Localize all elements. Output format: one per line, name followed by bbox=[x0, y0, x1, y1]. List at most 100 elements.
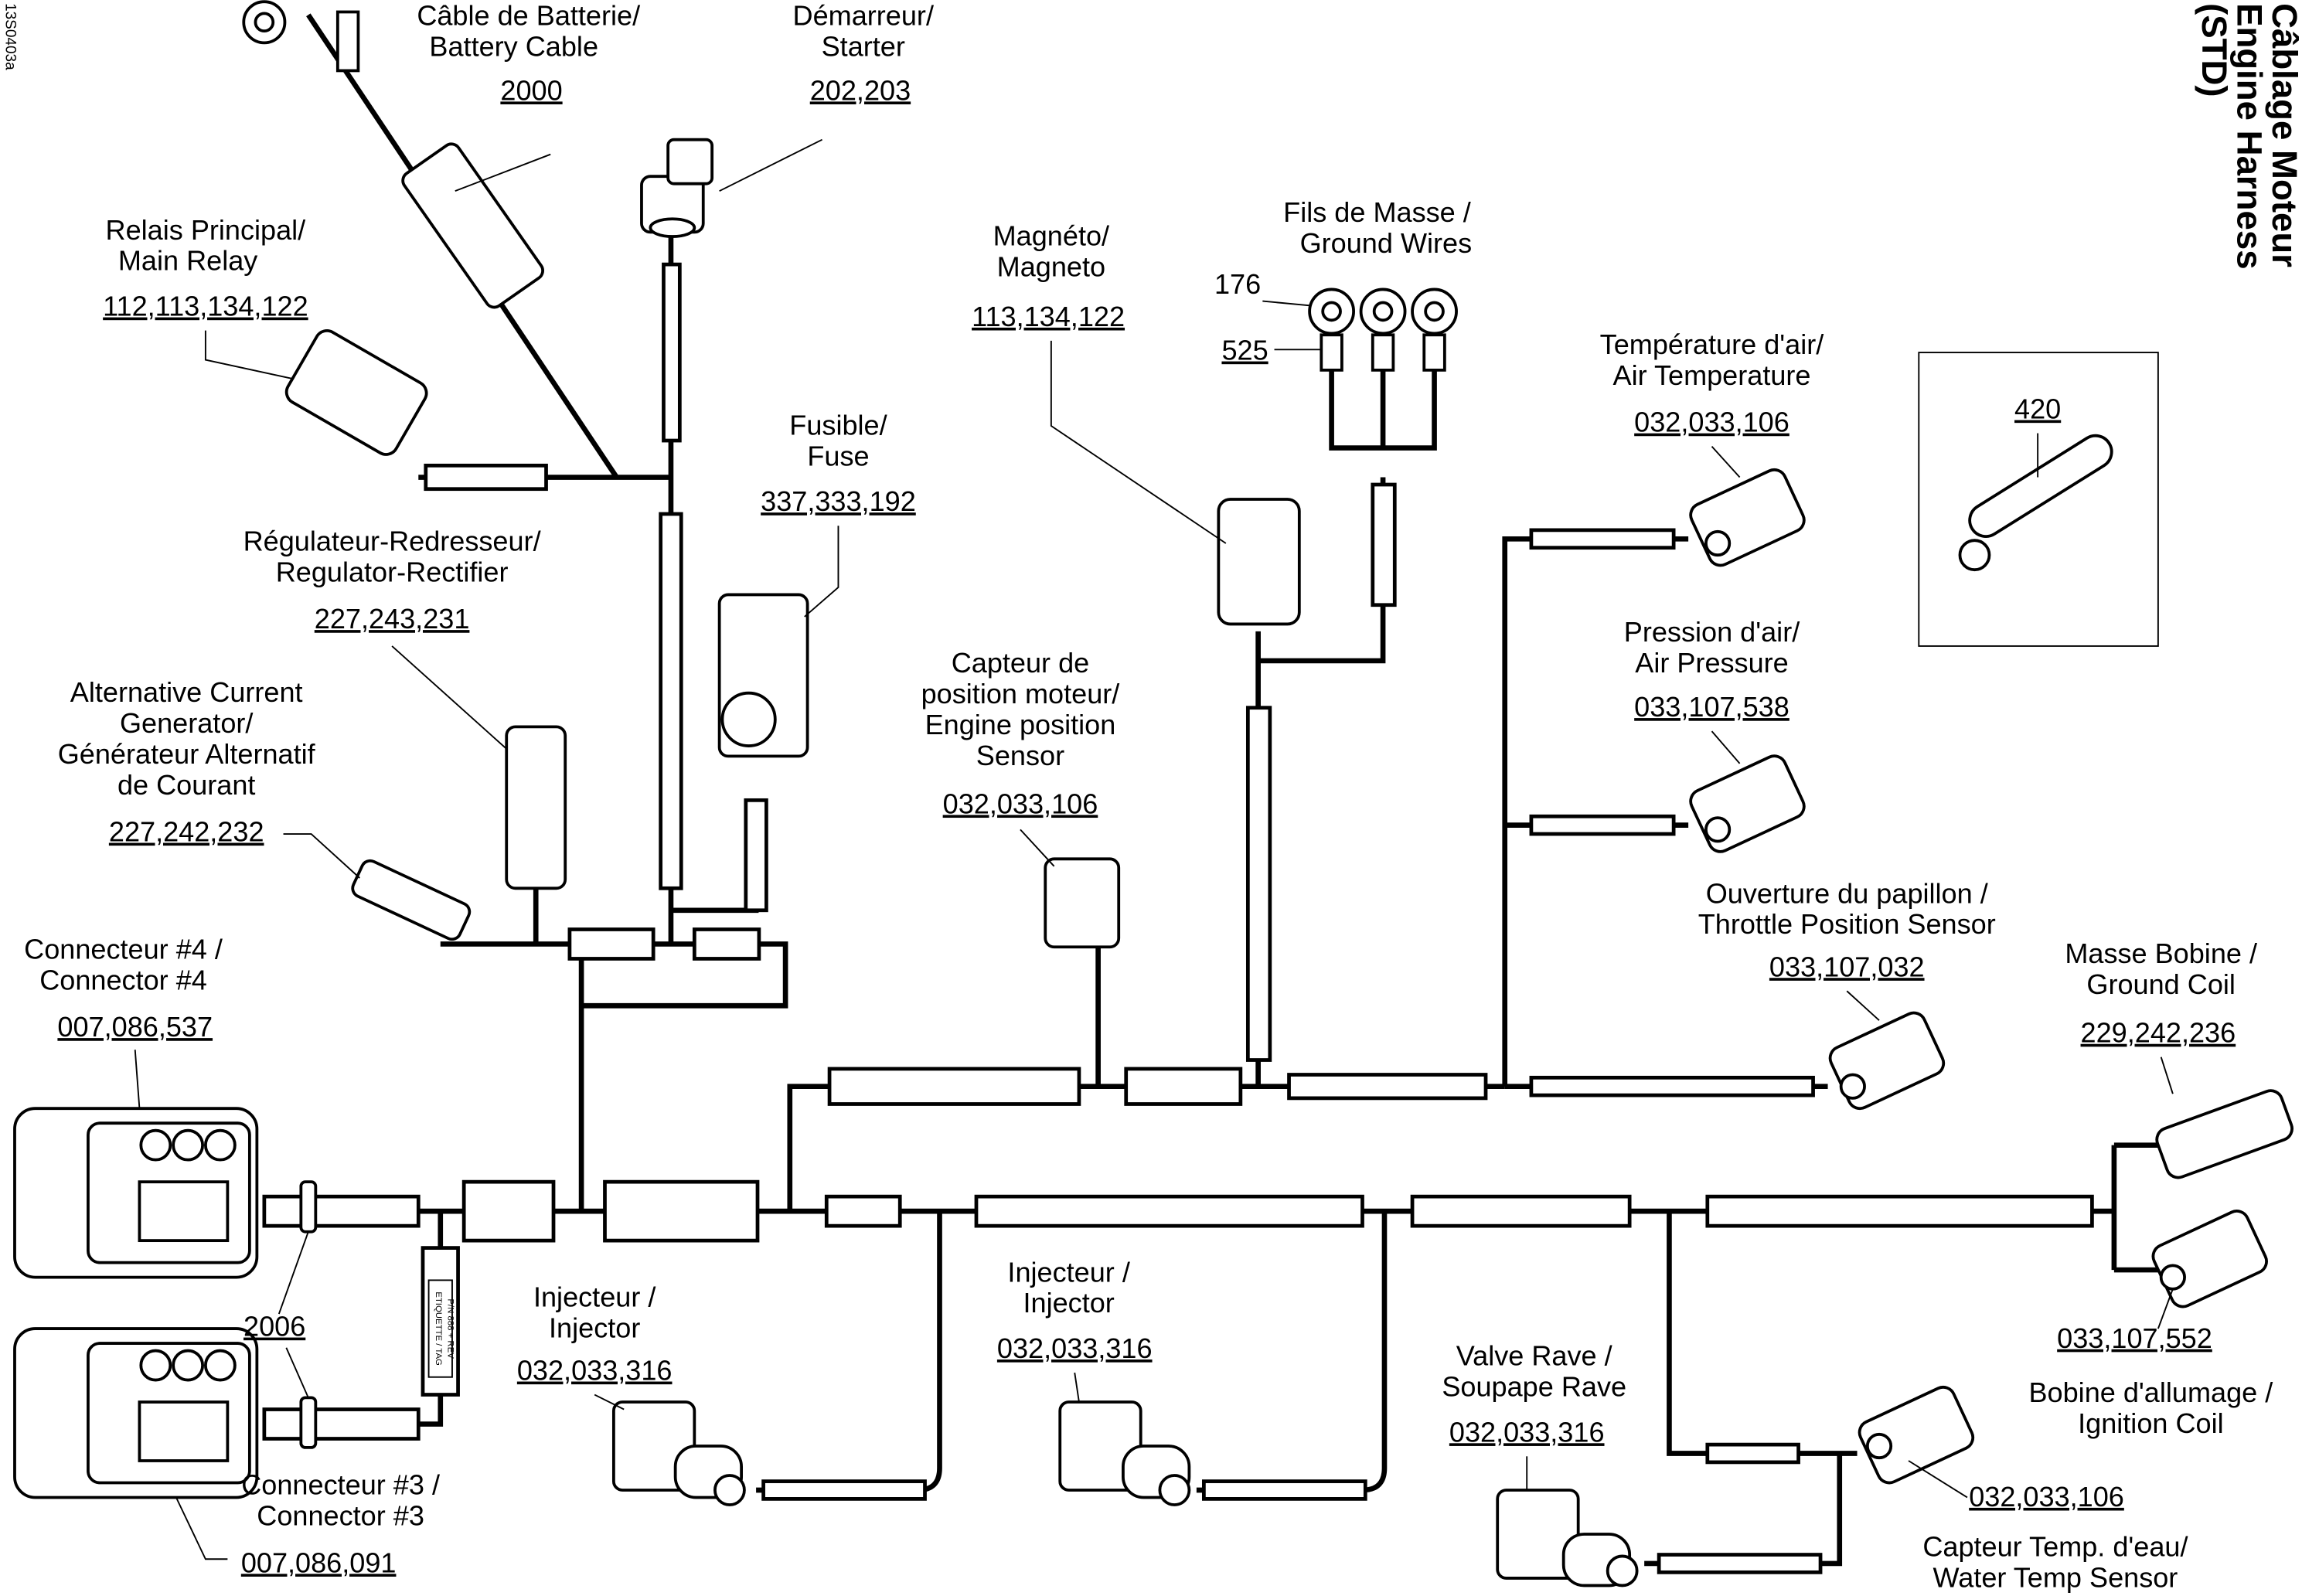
callout-label: Relais Principal/ bbox=[106, 214, 307, 246]
callout-label: Connecteur #4 / bbox=[24, 933, 223, 965]
part-number: 032,033,316 bbox=[517, 1355, 673, 1387]
callout-label: Démarreur/ bbox=[793, 0, 935, 32]
callout-label: Fils de Masse / bbox=[1283, 196, 1472, 228]
callout-label: Bobine d'allumage / bbox=[2028, 1377, 2273, 1408]
callout-label: position moteur/ bbox=[921, 678, 1121, 710]
callout-label: Magnéto/ bbox=[993, 219, 1110, 251]
ground-coil-connector bbox=[2155, 1057, 2293, 1179]
callout-label: Magneto bbox=[997, 250, 1105, 282]
part-number-clip: 2006 bbox=[243, 1311, 305, 1342]
air-temperature-sensor bbox=[1689, 445, 1806, 567]
battery-cable-terminal bbox=[242, 0, 551, 309]
connector-4 bbox=[13, 1050, 259, 1279]
air-pressure-sensor bbox=[1689, 730, 1806, 853]
part-number: 229,242,236 bbox=[2081, 1017, 2236, 1049]
callout-air-temperature: Température d'air/ Air Temperature 032,0… bbox=[1600, 328, 1825, 438]
callout-label: Câble de Batterie/ bbox=[417, 0, 641, 32]
injector-1 bbox=[594, 1394, 746, 1506]
part-number: 032,033,316 bbox=[997, 1332, 1153, 1364]
ground-wire-rings bbox=[1262, 288, 1458, 372]
callout-label: Régulateur-Redresseur/ bbox=[243, 525, 542, 556]
part-number: 033,107,552 bbox=[2057, 1322, 2212, 1354]
regulator-rectifier-connector bbox=[391, 645, 567, 890]
magneto-connector bbox=[1050, 340, 1301, 626]
callout-throttle-position-sensor: Ouverture du papillon / Throttle Positio… bbox=[1698, 877, 1996, 982]
part-number: 113,134,122 bbox=[972, 301, 1125, 332]
callout-label: Fuse bbox=[807, 440, 869, 471]
part-number: 202,203 bbox=[810, 74, 911, 106]
callout-connector-4: Connecteur #4 / Connector #4 007,086,537 bbox=[24, 933, 223, 1043]
callout-label: Fusible/ bbox=[789, 409, 887, 441]
tag-text: P/N 888 + REV bbox=[445, 1298, 455, 1359]
callout-label: Ignition Coil bbox=[2078, 1407, 2224, 1439]
callout-connector-3: Connecteur #3 / Connector #3 007,086,091 bbox=[241, 1469, 441, 1579]
callout-regulator-rectifier: Régulateur-Redresseur/ Regulator-Rectifi… bbox=[243, 525, 542, 635]
callout-starter: Démarreur/ Starter 202,203 bbox=[793, 0, 935, 106]
callout-label: Water Temp Sensor bbox=[1933, 1561, 2178, 1593]
title-line: Engine Harness bbox=[2229, 3, 2269, 269]
callout-label: Valve Rave / bbox=[1456, 1340, 1613, 1372]
callout-label: Ground Coil bbox=[2086, 968, 2236, 1000]
callout-label: Ground Wires bbox=[1300, 227, 1473, 259]
throttle-position-sensor bbox=[1828, 990, 1946, 1111]
water-temp-sensor bbox=[1858, 1385, 1975, 1499]
sleeve-420-inset bbox=[1918, 352, 2159, 647]
callout-label: Generator/ bbox=[120, 707, 254, 739]
callout-label: Injecteur / bbox=[533, 1281, 656, 1313]
ac-generator-connector bbox=[283, 833, 472, 941]
callout-label: Battery Cable bbox=[429, 30, 598, 62]
callout-label: Injecteur / bbox=[1007, 1256, 1130, 1288]
part-number: 2000 bbox=[500, 74, 562, 106]
callout-water-temp-sensor: 032,033,106 Capteur Temp. d'eau/ Water T… bbox=[1922, 1481, 2188, 1593]
callout-label: Air Temperature bbox=[1613, 359, 1811, 391]
callout-rave-valve: Valve Rave / Soupape Rave 032,033,316 bbox=[1442, 1340, 1626, 1448]
title-line: Câblage Moteur bbox=[2265, 3, 2302, 267]
callout-label: Ouverture du papillon / bbox=[1706, 877, 1989, 909]
part-number: 176 bbox=[1214, 268, 1261, 300]
fuse-holder bbox=[717, 526, 839, 758]
callout-label: de Courant bbox=[117, 769, 256, 801]
callout-label: Injector bbox=[549, 1312, 640, 1343]
callout-label: Soupape Rave bbox=[1442, 1370, 1626, 1402]
callout-label: Température d'air/ bbox=[1600, 328, 1825, 360]
callout-label: Capteur Temp. d'eau/ bbox=[1922, 1530, 2188, 1562]
callout-injector-2: Injecteur / Injector 032,033,316 bbox=[997, 1256, 1153, 1364]
callout-label: Injector bbox=[1023, 1287, 1114, 1319]
main-relay-connector bbox=[204, 329, 428, 456]
tag-text: ETIQUETTE / TAG bbox=[434, 1291, 443, 1366]
callout-label: Alternative Current bbox=[70, 676, 303, 708]
part-number: 525 bbox=[1221, 335, 1268, 366]
callout-label: Main Relay bbox=[118, 245, 257, 277]
clip-2006 bbox=[278, 1180, 318, 1449]
callout-engine-position-sensor: Capteur de position moteur/ Engine posit… bbox=[921, 647, 1121, 819]
part-number: 007,086,537 bbox=[57, 1011, 213, 1043]
part-number: 033,107,538 bbox=[1634, 691, 1789, 723]
injector-2 bbox=[1058, 1372, 1191, 1506]
callout-air-pressure: Pression d'air/ Air Pressure 033,107,538 bbox=[1624, 616, 1800, 723]
connector-3 bbox=[13, 1327, 259, 1560]
document-id: 13S0403a bbox=[2, 3, 19, 70]
callout-label: Regulator-Rectifier bbox=[276, 556, 509, 587]
part-number: 227,243,231 bbox=[315, 603, 470, 635]
callout-label: Masse Bobine / bbox=[2065, 938, 2258, 969]
part-number: 032,033,106 bbox=[1969, 1481, 2124, 1513]
callout-label: Générateur Alternatif bbox=[58, 738, 316, 770]
callout-label: Connecteur #3 / bbox=[241, 1469, 441, 1501]
callout-battery-cable: Câble de Batterie/ Battery Cable 2000 bbox=[417, 0, 641, 106]
title-line: (STD) bbox=[2195, 3, 2234, 97]
callout-label: Engine position bbox=[925, 709, 1116, 740]
callout-main-relay: Relais Principal/ Main Relay 112,113,134… bbox=[103, 214, 308, 322]
callout-fuse: Fusible/ Fuse 337,333,192 bbox=[761, 409, 916, 517]
callout-injector-1: Injecteur / Injector 032,033,316 bbox=[517, 1281, 673, 1387]
part-number: 007,086,091 bbox=[241, 1547, 397, 1578]
callout-label: Connector #4 bbox=[39, 964, 207, 995]
part-number: 112,113,134,122 bbox=[103, 291, 308, 322]
part-number: 032,033,316 bbox=[1449, 1416, 1605, 1448]
callout-ac-generator: Alternative Current Generator/ Générateu… bbox=[58, 676, 316, 847]
part-number: 227,242,232 bbox=[109, 816, 264, 848]
part-number: 032,033,106 bbox=[1634, 407, 1789, 438]
harness-sleeves bbox=[262, 262, 2094, 1574]
rave-valve-connector bbox=[1496, 1456, 1639, 1587]
callout-label: Pression d'air/ bbox=[1624, 616, 1800, 648]
callout-label: Connector #3 bbox=[257, 1500, 424, 1532]
